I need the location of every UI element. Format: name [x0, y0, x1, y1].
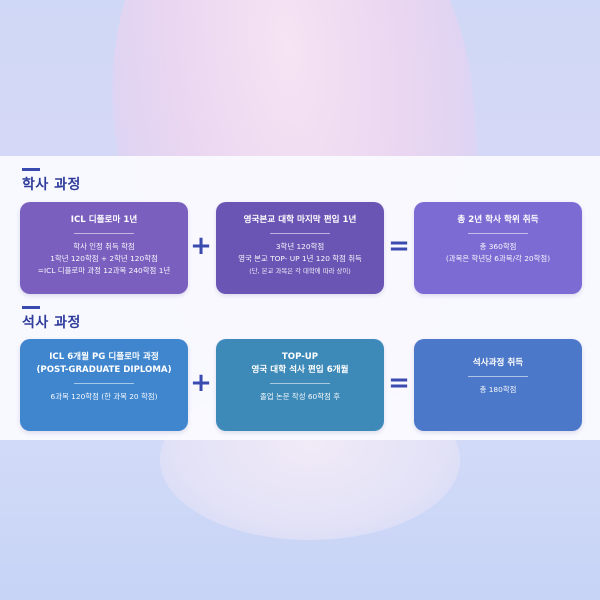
card-title: 총 2년 학사 학위 취득: [457, 215, 539, 225]
equals-icon: =: [388, 368, 410, 398]
card-line: 6과목 120학점 (한 과목 20 학점): [50, 392, 158, 401]
card-line: 3학년 120학점: [275, 242, 325, 251]
master-section-header: 석사 과정: [22, 306, 81, 332]
card-divider: [468, 233, 528, 234]
master-card-result: 석사과정 취득 총 180학점: [414, 339, 582, 431]
card-title: 석사과정 취득: [472, 358, 524, 368]
bachelor-section-title: 학사 과정: [22, 177, 81, 193]
card-line: 1학년 120학점 + 2학년 120학점: [50, 254, 158, 263]
card-title: ICL 6개월 PG 디플로마 과정: [49, 352, 159, 362]
card-divider: [74, 233, 134, 234]
plus-icon: +: [190, 368, 212, 398]
section-accent-bar: [22, 306, 40, 309]
master-card-topup: TOP-UP 영국 대학 석사 편입 6개월 졸업 논문 작성 60학점 후: [216, 339, 384, 431]
card-line: (과목은 학년당 6과목/각 20학점): [445, 254, 551, 263]
card-line: 졸업 논문 작성 60학점 후: [260, 392, 340, 401]
plus-icon: +: [190, 231, 212, 261]
card-subtitle: 영국 대학 석사 편입 6개월: [251, 365, 349, 375]
bachelor-section-header: 학사 과정: [22, 168, 81, 194]
card-line: =ICL 디플로마 과정 12과목 240학점 1년: [37, 266, 171, 275]
card-line: 총 360학점: [479, 242, 517, 251]
card-subtitle: (POST-GRADUATE DIPLOMA): [36, 365, 172, 375]
bachelor-card-topup: 영국본교 대학 마지막 편입 1년 3학년 120학점 영국 본교 TOP- U…: [216, 202, 384, 294]
card-title: TOP-UP: [281, 352, 319, 362]
card-line: 영국 본교 TOP- UP 1년 120 학점 취득: [238, 254, 362, 263]
card-divider: [468, 376, 528, 377]
bachelor-card-diploma: ICL 디플로마 1년 학사 인정 취득 학점 1학년 120학점 + 2학년 …: [20, 202, 188, 294]
card-divider: [74, 383, 134, 384]
card-divider: [270, 233, 330, 234]
card-title: ICL 디플로마 1년: [70, 215, 138, 225]
master-section-title: 석사 과정: [22, 315, 81, 331]
section-accent-bar: [22, 168, 40, 171]
master-card-pg-diploma: ICL 6개월 PG 디플로마 과정 (POST-GRADUATE DIPLOM…: [20, 339, 188, 431]
card-line-note: (단, 본교 과목은 각 대학에 따라 상이): [249, 267, 351, 275]
equals-icon: =: [388, 231, 410, 261]
card-title: 영국본교 대학 마지막 편입 1년: [243, 215, 357, 225]
card-line: 총 180학점: [479, 385, 517, 394]
card-line: 학사 인정 취득 학점: [73, 242, 135, 251]
bachelor-card-result: 총 2년 학사 학위 취득 총 360학점 (과목은 학년당 6과목/각 20학…: [414, 202, 582, 294]
card-divider: [270, 383, 330, 384]
